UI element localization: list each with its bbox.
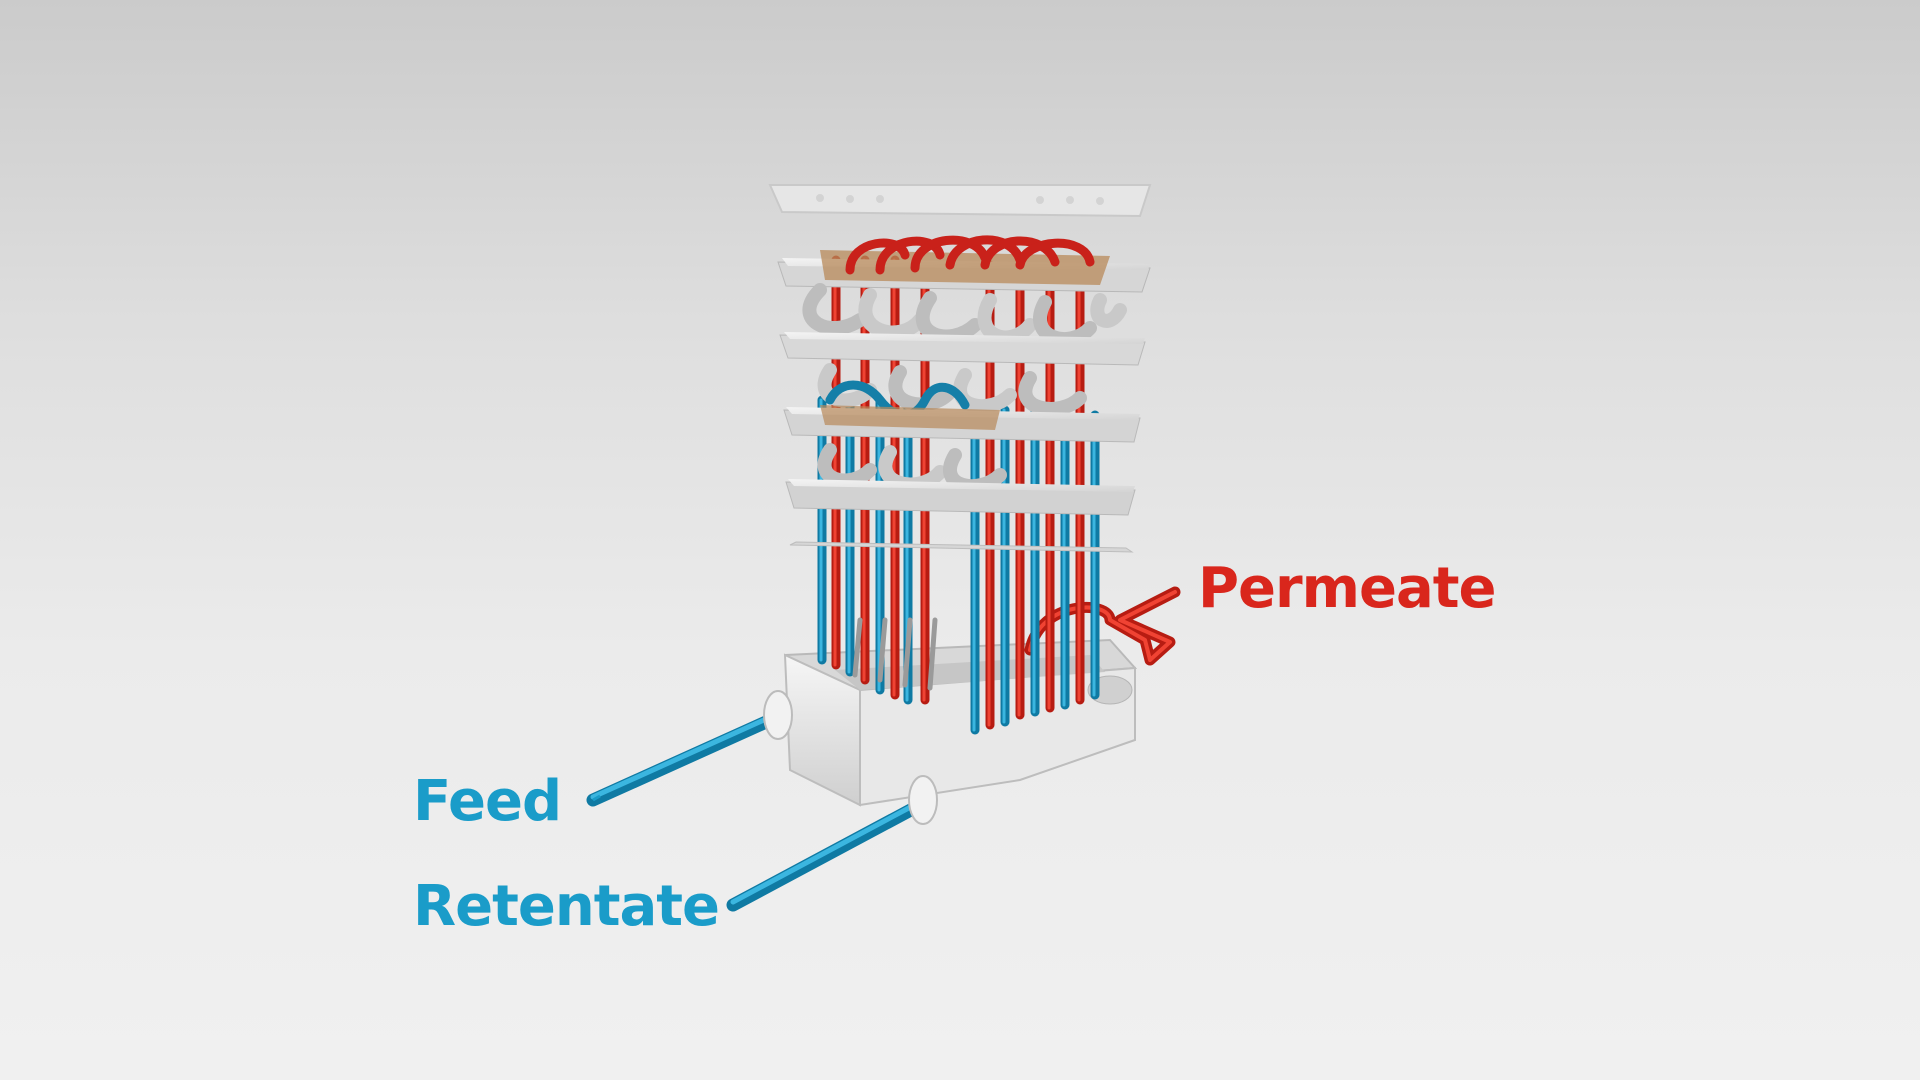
feed-pointer-line	[592, 794, 601, 802]
spacer-loops-2	[817, 363, 1087, 420]
plate-2	[779, 332, 1146, 366]
top-cover-plate	[768, 184, 1152, 218]
spacer-loops-1	[802, 283, 1127, 346]
feed-label: Feed	[413, 769, 562, 834]
retentate-label: Retentate	[413, 874, 720, 939]
plate-5	[789, 541, 1134, 553]
plate-stack	[777, 235, 1151, 553]
feed-pipe	[586, 690, 793, 807]
permeate-loops	[845, 235, 1095, 275]
plate-4	[785, 479, 1136, 516]
permeate-label: Permeate	[1198, 556, 1497, 621]
plate-3	[783, 405, 1141, 443]
retentate-pipe	[726, 775, 938, 912]
plate-1	[777, 250, 1151, 293]
